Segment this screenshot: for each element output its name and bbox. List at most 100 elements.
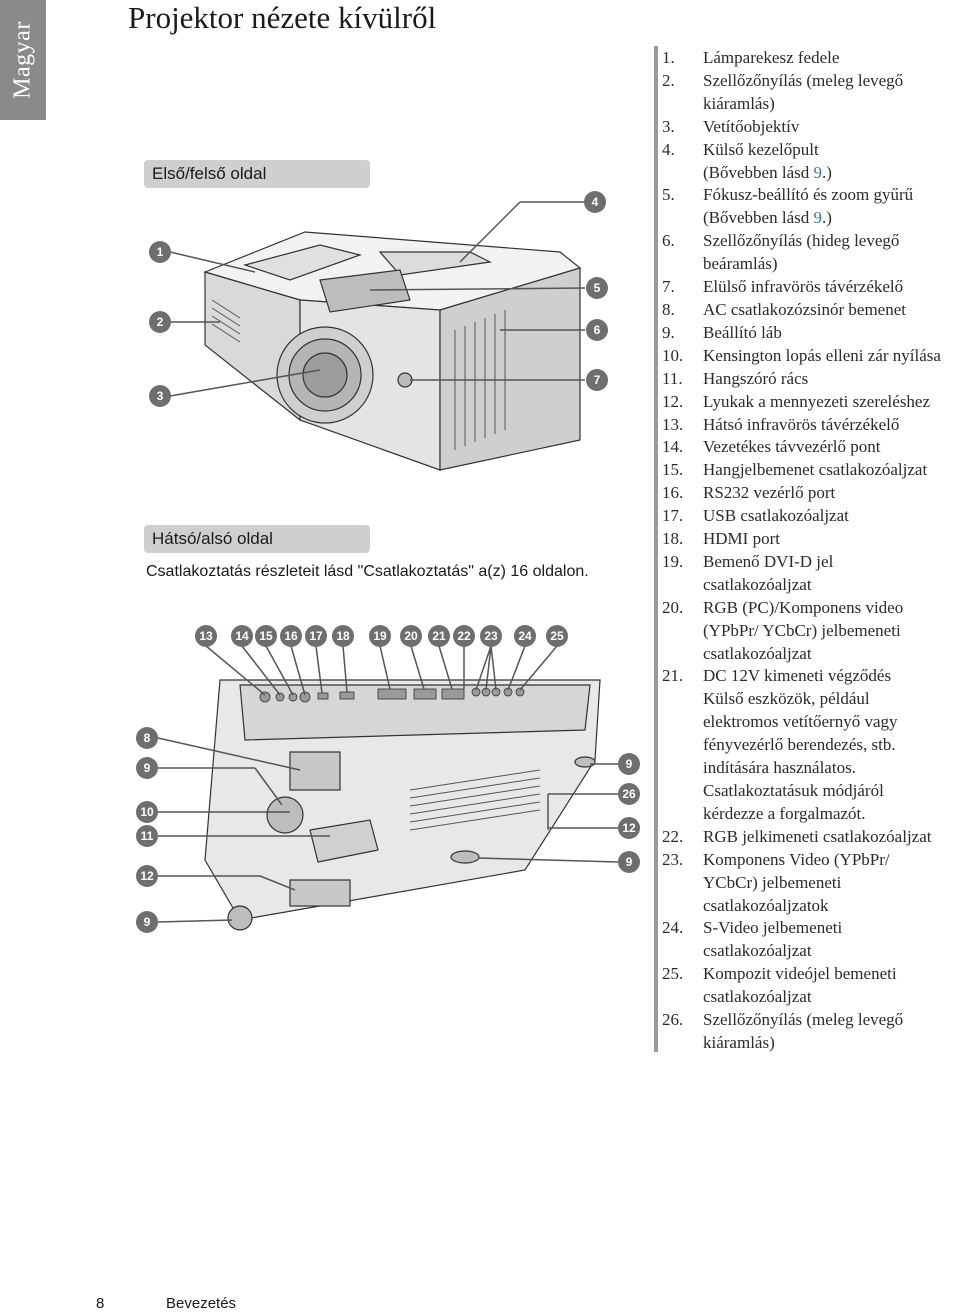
callout-23: 23 <box>480 625 502 647</box>
list-item-text: Külső kezelőpult(Bővebben lásd 9.) <box>703 139 960 185</box>
list-item-text: RGB jelkimeneti csatlakozóaljzat <box>703 826 960 849</box>
list-item: 20.RGB (PC)/Komponens video(YPbPr/ YCbCr… <box>662 597 960 666</box>
list-item-number: 20. <box>662 597 684 617</box>
list-item-line: RS232 vezérlő port <box>703 483 836 503</box>
svg-text:19: 19 <box>373 629 387 643</box>
callout-17: 17 <box>305 625 327 647</box>
callout-12a: 12 <box>136 865 158 887</box>
page-number: 8 <box>96 1295 105 1312</box>
list-item: 15.Hangjelbemenet csatlakozóaljzat <box>662 459 960 482</box>
callout-6: 6 <box>586 319 608 341</box>
list-item: 7. Elülső infravörös távérzékelő <box>662 276 960 299</box>
list-item-number: 10. <box>662 345 684 365</box>
svg-text:2: 2 <box>157 315 164 329</box>
callout-26: 26 <box>618 783 640 805</box>
list-item-number: 11. <box>662 368 683 388</box>
list-item: 4. Külső kezelőpult(Bővebben lásd 9.) <box>662 139 960 185</box>
list-item-text: Kensington lopás elleni zár nyílása <box>703 345 960 368</box>
list-item-number: 1. <box>662 48 675 67</box>
rear-section-heading: Hátsó/alsó oldal <box>144 525 370 553</box>
list-item-text: RS232 vezérlő port <box>703 482 960 505</box>
callout-22: 22 <box>453 625 475 647</box>
list-item-number: 24. <box>662 918 684 938</box>
list-item: 11. Hangszóró rács <box>662 368 960 391</box>
callout-16: 16 <box>280 625 302 647</box>
page-reference-link[interactable]: 9 <box>813 162 822 182</box>
list-item-line: Kompozit videójel bemeneti <box>703 964 897 984</box>
svg-text:17: 17 <box>309 629 323 643</box>
list-item: 13.Hátsó infravörös távérzékelő <box>662 414 960 437</box>
list-item-line: (YPbPr/ YCbCr) jelbemeneti <box>703 620 901 640</box>
list-item-line: AC csatlakozózsinór bemenet <box>703 299 906 319</box>
list-item-line: Külső eszközök, például <box>703 689 870 709</box>
list-item-line: RGB jelkimeneti csatlakozóaljzat <box>703 826 932 846</box>
callout-19: 19 <box>369 625 391 647</box>
rear-right-callouts: 9 26 12 9 <box>618 753 640 873</box>
list-item-line: Vetítőobjektív <box>703 116 800 136</box>
rear-top-callouts: 13 14 15 16 17 18 19 20 21 22 23 24 25 <box>195 625 568 647</box>
svg-text:9: 9 <box>626 757 633 771</box>
svg-text:5: 5 <box>594 281 601 295</box>
list-item-line: HDMI port <box>703 529 780 549</box>
callout-25: 25 <box>546 625 568 647</box>
svg-text:21: 21 <box>432 629 446 643</box>
list-item: 23. Komponens Video (YPbPr/YCbCr) jelbeme… <box>662 849 960 918</box>
list-item-line: Elülső infravörös távérzékelő <box>703 277 904 297</box>
list-item: 9.Beállító láb <box>662 322 960 345</box>
svg-text:6: 6 <box>594 323 601 337</box>
list-item-line: csatlakozóaljzat <box>703 941 812 961</box>
callout-13: 13 <box>195 625 217 647</box>
svg-text:25: 25 <box>550 629 564 643</box>
list-item-line: Szellőzőnyílás (meleg levegő <box>703 70 904 90</box>
list-item-text: Komponens Video (YPbPr/YCbCr) jelbemenet… <box>703 849 960 918</box>
list-item-number: 4. <box>662 139 675 159</box>
svg-text:24: 24 <box>518 629 532 643</box>
list-item-number: 12. <box>662 391 684 411</box>
svg-text:7: 7 <box>594 373 601 387</box>
front-leader-lines <box>169 201 586 397</box>
list-item-line: indítására használatos. <box>703 758 856 778</box>
rear-section-note: Csatlakoztatás részleteit lásd "Csatlako… <box>146 563 589 580</box>
list-item-line: Fókusz-beállító és zoom gyűrű <box>703 185 914 205</box>
list-item-number: 9. <box>662 322 675 342</box>
projector-rear-drawing <box>204 679 601 931</box>
list-item: 8.AC csatlakozózsinór bemenet <box>662 299 960 322</box>
list-item-text: Vetítőobjektív <box>703 116 960 139</box>
list-item-number: 26. <box>662 1010 684 1030</box>
front-callouts: 1 2 3 4 5 6 7 <box>149 191 608 407</box>
projector-front-drawing <box>203 231 582 471</box>
list-item-text: Fókusz-beállító és zoom gyűrű(Bővebben l… <box>703 184 960 230</box>
rear-left-callouts: 8 9 10 11 12 9 <box>136 727 158 933</box>
callout-11: 11 <box>136 825 158 847</box>
list-item: 17.USB csatlakozóaljzat <box>662 505 960 528</box>
list-item-line: Hangjelbemenet csatlakozóaljzat <box>703 460 928 480</box>
list-item-number: 21. <box>662 666 684 686</box>
list-item-line: kiáramlás) <box>703 1032 775 1052</box>
list-item: 10. Kensington lopás elleni zár nyílása <box>662 345 960 368</box>
callout-20: 20 <box>400 625 422 647</box>
list-item: 3. Vetítőobjektív <box>662 116 960 139</box>
list-item-line: Komponens Video (YPbPr/ <box>703 849 890 869</box>
list-item-line: elektromos vetítőernyő vagy <box>703 712 898 732</box>
svg-text:26: 26 <box>622 787 636 801</box>
list-item-number: 23. <box>662 849 684 869</box>
list-item-text: Lyukak a mennyezeti szereléshez <box>703 391 960 414</box>
list-item: 22.RGB jelkimeneti csatlakozóaljzat <box>662 826 960 849</box>
list-item-number: 7. <box>662 277 675 297</box>
rear-leader-lines <box>157 645 619 923</box>
list-item: 16.RS232 vezérlő port <box>662 482 960 505</box>
svg-text:18: 18 <box>336 629 350 643</box>
list-item-text: USB csatlakozóaljzat <box>703 505 960 528</box>
list-item-text: Hangszóró rács <box>703 368 960 391</box>
page-reference-link[interactable]: 9 <box>813 208 822 228</box>
reference-suffix: .) <box>821 162 832 182</box>
list-item-number: 3. <box>662 116 675 136</box>
callout-12b: 12 <box>618 817 640 839</box>
